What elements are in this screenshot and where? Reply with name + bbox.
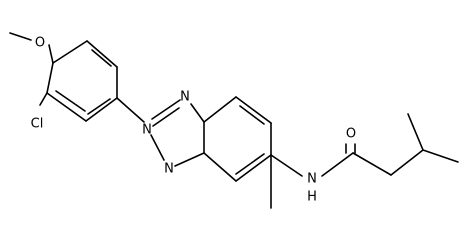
atom-chlorine: Cl <box>31 117 44 132</box>
atom-amide-nitrogen: N <box>307 172 317 187</box>
atom-amide-hydrogen: H <box>307 190 317 205</box>
bond-methoxy-ring <box>48 44 54 64</box>
bond-ch-methyl-b <box>422 149 459 163</box>
atom-triazole-n2: N <box>142 123 152 138</box>
bond-ch2-ch <box>390 149 424 176</box>
atom-triazole-n1: N <box>180 90 190 105</box>
atom-triazole-n3: N <box>164 162 174 177</box>
atom-carbonyl-oxygen: O <box>346 127 356 142</box>
bond-carbonyl-ch2 <box>352 152 392 176</box>
bond-aryl-triazole <box>116 97 145 123</box>
chloromethoxyphenyl-ring <box>46 40 118 122</box>
bond-ch-methyl-a <box>407 113 424 151</box>
bond-ring-chlorine <box>39 92 48 106</box>
benzo-ring <box>203 96 272 182</box>
triazole-ring <box>150 99 205 167</box>
bond-nh-carbonyl <box>321 152 354 177</box>
atom-methoxy-oxygen: O <box>35 36 45 51</box>
bond-methyl-methoxy <box>9 32 32 41</box>
bond-ring-nh <box>270 154 303 177</box>
